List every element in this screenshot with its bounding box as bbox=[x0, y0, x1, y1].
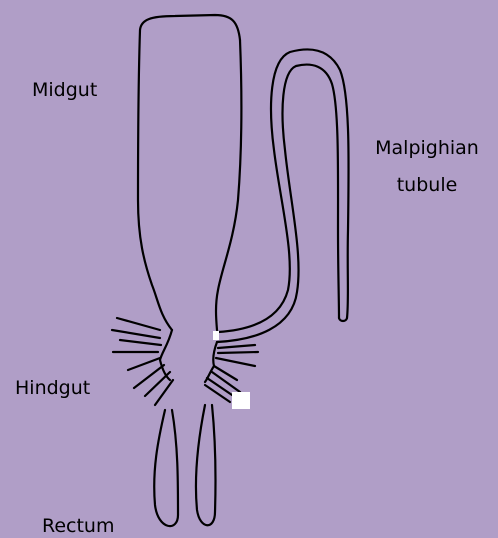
malpighian-tubule-inner bbox=[217, 65, 339, 342]
midgut-outline-left bbox=[138, 15, 240, 330]
marker-large bbox=[232, 392, 250, 409]
label-midgut: Midgut bbox=[32, 78, 97, 102]
marker-small bbox=[213, 331, 219, 340]
hindgut-spokes-left bbox=[112, 318, 173, 405]
rectum-left-lobe bbox=[154, 410, 178, 526]
label-rectum: Rectum bbox=[42, 514, 114, 538]
malpighian-tubule-tip bbox=[339, 318, 347, 321]
rectum-right-lobe bbox=[196, 405, 216, 525]
hindgut-outline-right bbox=[205, 342, 217, 382]
label-malpighian-tubule: Malpighian tubule bbox=[357, 130, 497, 204]
label-malpighian-line1: Malpighian bbox=[357, 130, 497, 167]
label-malpighian-line2: tubule bbox=[357, 167, 497, 204]
label-hindgut: Hindgut bbox=[15, 376, 90, 400]
midgut-outline-right bbox=[216, 40, 241, 330]
